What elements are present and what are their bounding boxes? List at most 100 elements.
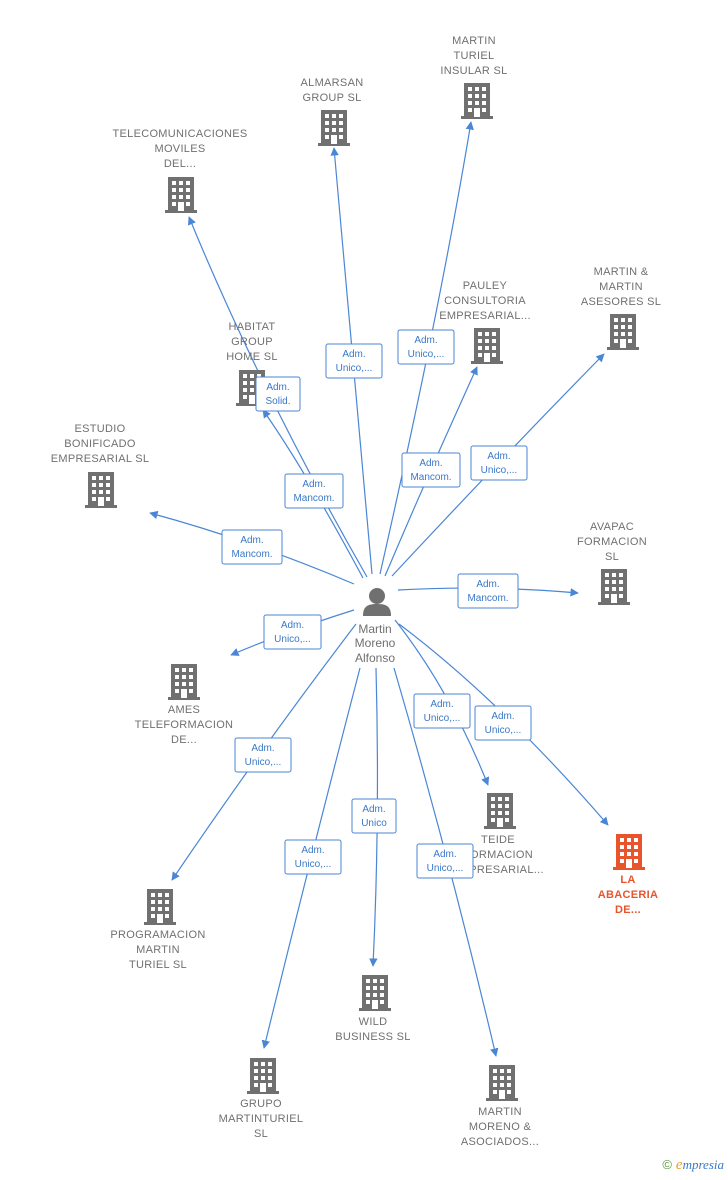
role-label-text: Unico,... [424, 713, 461, 724]
brand-initial: e [675, 1157, 683, 1173]
company-name-line: EMPRESARIAL... [439, 310, 531, 322]
company-name-line: TURIEL [454, 50, 495, 62]
company-name-line: LA [620, 874, 635, 886]
role-label-martin-turiel-insular[interactable]: Adm.Unico,... [397, 329, 455, 365]
building-icon [613, 834, 645, 870]
role-label-text: Adm. [342, 349, 365, 360]
role-label-box [416, 843, 474, 879]
company-name-line: ALMARSAN [301, 77, 364, 89]
role-label-text: Unico [361, 818, 387, 829]
company-name-line: TELECOMUNICACIONES [113, 128, 248, 140]
role-label-text: Unico,... [245, 757, 282, 768]
building-icon [168, 664, 200, 700]
building-icon [598, 569, 630, 605]
company-name-line: HOME SL [226, 351, 278, 363]
role-label-text: Adm. [302, 479, 325, 490]
role-label-text: Unico,... [336, 363, 373, 374]
brand-name: mpresia [682, 1157, 724, 1172]
company-name-line: AVAPAC [590, 521, 634, 533]
center-person[interactable]: Martin Moreno Alfonso [355, 588, 396, 665]
role-label-box [234, 737, 292, 773]
role-label-box [457, 573, 519, 609]
role-label-text: Solid. [265, 396, 290, 407]
role-label-box [397, 329, 455, 365]
role-label-wild-business[interactable]: Adm. Unico [351, 798, 397, 834]
role-label-text: Adm. [362, 804, 385, 815]
role-label-estudio-bonificado[interactable]: Adm.Mancom. [221, 529, 283, 565]
role-label-ames-teleformacion[interactable]: Adm.Unico,... [263, 614, 322, 650]
company-name-line: TEIDE [481, 834, 515, 846]
role-label-telecomunicaciones-moviles[interactable]: Adm. Mancom. [284, 473, 344, 509]
company-name-line: ASESORES SL [581, 296, 661, 308]
role-label-box [221, 529, 283, 565]
role-label-text: Adm. [419, 458, 442, 469]
role-label-box [413, 693, 471, 729]
role-label-teide-formacion[interactable]: Adm.Unico,... [413, 693, 471, 729]
building-icon [484, 793, 516, 829]
role-label-text: Mancom. [293, 493, 334, 504]
building-icon [318, 110, 350, 146]
building-icon [471, 328, 503, 364]
company-name-line: GROUP [231, 336, 273, 348]
company-name-line: GRUPO [240, 1098, 282, 1110]
role-label-box [263, 614, 322, 650]
role-label-box [255, 376, 301, 412]
role-label-text: Adm. [266, 382, 289, 393]
role-label-habitat-group-home[interactable]: Adm. Solid. [255, 376, 301, 412]
company-name-line: TURIEL SL [129, 959, 187, 971]
company-name-line: FORMACION [577, 536, 647, 548]
building-icon [486, 1065, 518, 1101]
role-label-avapac-formacion[interactable]: Adm.Mancom. [457, 573, 519, 609]
role-label-box [351, 798, 397, 834]
company-name-line: EMPRESARIAL... [452, 864, 544, 876]
company-node-la-abaceria[interactable]: LAABACERIADE... [598, 834, 658, 916]
role-label-la-abaceria[interactable]: Adm.Unico,... [474, 705, 532, 741]
company-name-line: MARTINTURIEL [219, 1113, 304, 1125]
brand-footer[interactable]: ©empresia [662, 1157, 724, 1174]
building-icon [165, 177, 197, 213]
company-node-habitat-group-home[interactable]: HABITAT GROUP HOME SL [226, 321, 278, 406]
company-node-ames-teleformacion[interactable]: AMESTELEFORMACIONDE... [135, 664, 234, 746]
building-icon [247, 1058, 279, 1094]
building-icon [461, 83, 493, 119]
role-label-pauley-consultoria[interactable]: Adm. Mancom. [401, 452, 461, 488]
role-label-martin-moreno-asociados[interactable]: Adm.Unico,... [416, 843, 474, 879]
role-label-almarsan-group[interactable]: Adm. Unico,... [325, 343, 383, 379]
role-label-box [470, 445, 528, 481]
company-node-telecomunicaciones-moviles[interactable]: TELECOMUNICACIONESMOVILESDEL... [113, 128, 248, 213]
company-name-line: MOVILES [154, 143, 205, 155]
building-icon [607, 314, 639, 350]
role-label-text: Mancom. [410, 472, 451, 483]
role-label-box [401, 452, 461, 488]
company-name-line: PROGRAMACION [110, 929, 205, 941]
person-name-line-1: Martin [358, 622, 391, 636]
company-name-line: MARTIN [478, 1106, 522, 1118]
company-name-line: HABITAT [229, 321, 276, 333]
company-name-line: DE... [171, 734, 197, 746]
role-label-programacion-martin-turiel[interactable]: Adm.Unico,... [234, 737, 292, 773]
company-name-line: BONIFICADO [64, 438, 136, 450]
role-label-grupo-martinturiel[interactable]: Adm.Unico,... [284, 839, 342, 875]
role-label-text: Adm. [487, 451, 510, 462]
company-name-line: ASOCIADOS... [461, 1136, 539, 1148]
building-icon [144, 889, 176, 925]
edge-martin-turiel-insular [379, 121, 474, 575]
role-label-text: Adm. [476, 579, 499, 590]
role-label-martin-and-martin-asesores[interactable]: Adm.Unico,... [470, 445, 528, 481]
role-label-box [325, 343, 383, 379]
role-label-text: Unico,... [427, 863, 464, 874]
company-node-teide-formacion[interactable]: TEIDEFORMACIONEMPRESARIAL... [452, 793, 544, 876]
role-label-text: Unico,... [295, 859, 332, 870]
company-node-pauley-consultoria[interactable]: PAULEYCONSULTORIAEMPRESARIAL... [439, 280, 531, 364]
